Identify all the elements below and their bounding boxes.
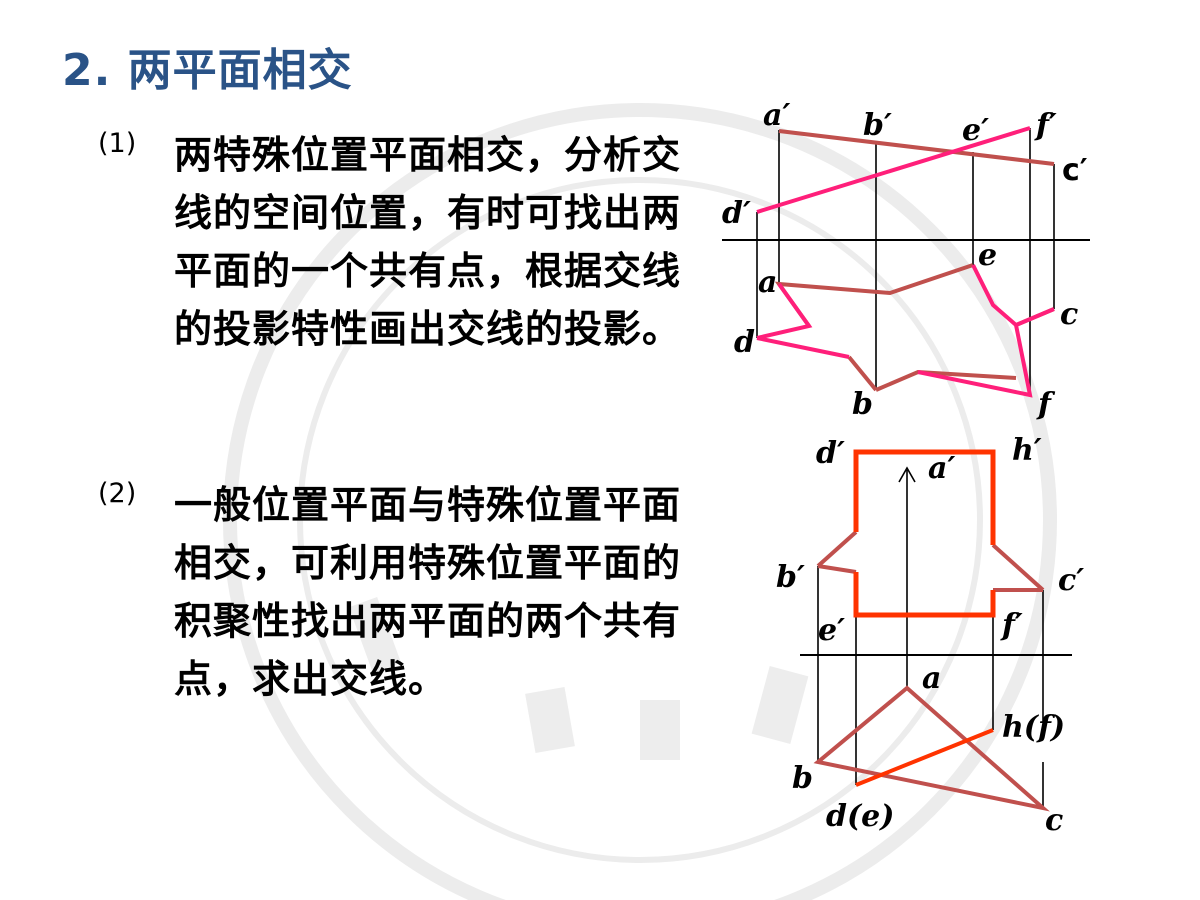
item-text: 一般位置平面与特殊位置平面相交，可利用特殊位置平面的积聚性找出两平面的两个共有点… — [174, 483, 682, 701]
label-d-prime: d′ — [722, 196, 751, 231]
label-d-prime: d′ — [816, 436, 845, 471]
label-c-prime: c′ — [1062, 153, 1088, 188]
label-d-e: d(e) — [826, 799, 894, 834]
label-c-prime: c′ — [1058, 563, 1084, 598]
label-h-f: h(f) — [1002, 710, 1065, 745]
label-b: b — [852, 387, 873, 422]
label-f-prime: f′ — [1034, 108, 1057, 143]
projection-lines — [817, 470, 1044, 808]
label-f: f — [1036, 387, 1056, 422]
label-a: a — [922, 661, 941, 696]
line-a-prime-c-prime — [778, 129, 1055, 166]
label-d: d — [734, 325, 755, 360]
plane-frontal-edges — [853, 449, 996, 545]
label-b-prime: b′ — [863, 108, 892, 143]
label-h-prime: h′ — [1012, 433, 1042, 468]
item-number: (1) — [98, 128, 137, 159]
label-a-prime: a′ — [763, 98, 790, 133]
diagram-special-planes: a′ b′ e′ f′ d′ e a c d b f c′ — [722, 98, 1090, 422]
label-e: e — [978, 238, 997, 273]
label-e-prime: e′ — [818, 613, 845, 648]
label-a: a — [758, 265, 777, 300]
line-d-prime-f-prime — [756, 126, 1031, 214]
item-text: 两特殊位置平面相交，分析交线的空间位置，有时可找出两平面的一个共有点，根据交线的… — [174, 133, 682, 351]
page-title: 2. 两平面相交 — [62, 45, 353, 96]
plane-def-edges — [756, 282, 813, 340]
label-f-prime: f′ — [1000, 608, 1023, 643]
label-c: c — [1045, 803, 1063, 838]
diagram-general-special-planes: d′ h′ a′ b′ c′ e′ f′ a h(f) b d(e) c — [776, 433, 1084, 838]
label-b-prime: b′ — [776, 560, 805, 595]
arrow-a-prime — [898, 466, 916, 483]
triangle-horizontal — [813, 685, 1050, 812]
triangle-frontal-edges — [816, 530, 858, 568]
plane-horizontal-line — [855, 728, 994, 787]
label-a-prime: a′ — [928, 451, 955, 486]
label-b: b — [792, 761, 813, 796]
label-c: c — [1060, 297, 1078, 332]
item-number: (2) — [98, 478, 137, 509]
label-e-prime: e′ — [962, 113, 989, 148]
